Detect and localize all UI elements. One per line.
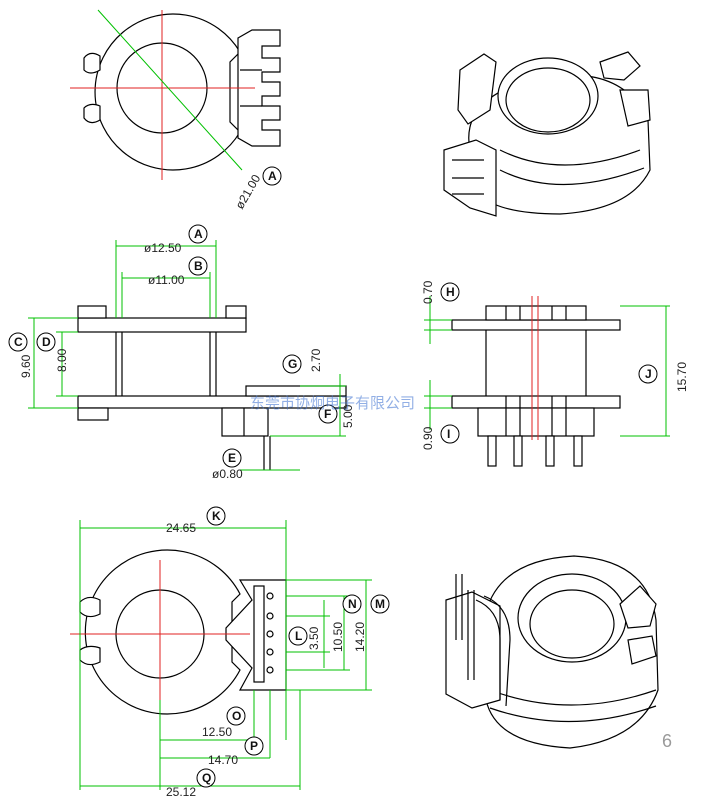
label-p: P xyxy=(244,736,264,756)
svg-text:B: B xyxy=(194,259,203,273)
svg-text:J: J xyxy=(645,367,652,381)
dim-a2-value: ø12.50 xyxy=(144,241,182,255)
label-i: I xyxy=(440,424,460,444)
front-view xyxy=(451,296,621,467)
label-a-top: A xyxy=(262,166,282,186)
label-h: H xyxy=(440,282,460,302)
svg-text:D: D xyxy=(42,335,51,349)
svg-text:C: C xyxy=(14,335,23,349)
label-b: B xyxy=(188,256,208,276)
svg-text:E: E xyxy=(228,451,236,465)
svg-text:A: A xyxy=(194,227,203,241)
svg-text:I: I xyxy=(447,427,450,441)
label-m: M xyxy=(370,594,390,614)
svg-text:A: A xyxy=(268,169,277,183)
dim-e-value: ø0.80 xyxy=(212,467,243,481)
front-view-dimensions xyxy=(424,296,670,437)
dim-h-value: 0.70 xyxy=(421,280,435,304)
dim-g-value: 2.70 xyxy=(309,348,323,372)
dim-f-value: 5.00 xyxy=(341,404,355,428)
svg-text:M: M xyxy=(375,597,385,611)
svg-text:G: G xyxy=(288,357,297,371)
dim-n-value: 10.50 xyxy=(331,622,345,652)
label-a-side: A xyxy=(188,224,208,244)
label-j: J xyxy=(638,364,658,384)
label-k: K xyxy=(206,506,226,526)
svg-text:N: N xyxy=(348,597,357,611)
dim-j-value: 15.70 xyxy=(675,362,689,392)
svg-text:Q: Q xyxy=(202,771,211,785)
label-d: D xyxy=(36,332,56,352)
label-f: F xyxy=(318,404,338,424)
svg-text:L: L xyxy=(295,629,302,643)
dim-m-value: 14.20 xyxy=(353,622,367,652)
dim-p-value: 14.70 xyxy=(208,753,238,767)
label-g: G xyxy=(282,354,302,374)
label-l: L xyxy=(288,626,308,646)
label-q: Q xyxy=(196,768,216,788)
svg-text:O: O xyxy=(232,709,241,723)
svg-text:F: F xyxy=(324,407,331,421)
svg-text:H: H xyxy=(446,285,455,299)
dim-b-value: ø11.00 xyxy=(148,273,185,287)
dim-k-value: 24.65 xyxy=(166,521,196,535)
svg-text:K: K xyxy=(212,509,221,523)
dim-l-value: 3.50 xyxy=(307,626,321,650)
bottom-isometric-view xyxy=(445,555,659,749)
bottom-view-dimensions xyxy=(79,520,372,790)
label-c: C xyxy=(8,332,28,352)
side-view-dimensions xyxy=(28,240,346,471)
dim-i-value: 0.90 xyxy=(421,426,435,450)
watermark: 东莞市协炯电子有限公司 xyxy=(250,394,415,412)
label-e: E xyxy=(222,448,242,468)
label-n: N xyxy=(342,594,362,614)
page-number: 6 xyxy=(662,731,672,751)
dim-a-value: ø21.00 xyxy=(232,172,263,212)
dim-o-value: 12.50 xyxy=(202,725,232,739)
dim-d-value: 8.00 xyxy=(55,348,69,372)
dim-c-value: 9.60 xyxy=(19,354,33,378)
label-o: O xyxy=(226,706,246,726)
svg-text:P: P xyxy=(250,739,258,753)
dim-q-value: 25.12 xyxy=(166,785,196,799)
top-plan-view xyxy=(70,9,281,180)
side-view xyxy=(77,305,347,470)
bottom-plan-view xyxy=(70,549,287,715)
top-isometric-view xyxy=(443,51,651,217)
